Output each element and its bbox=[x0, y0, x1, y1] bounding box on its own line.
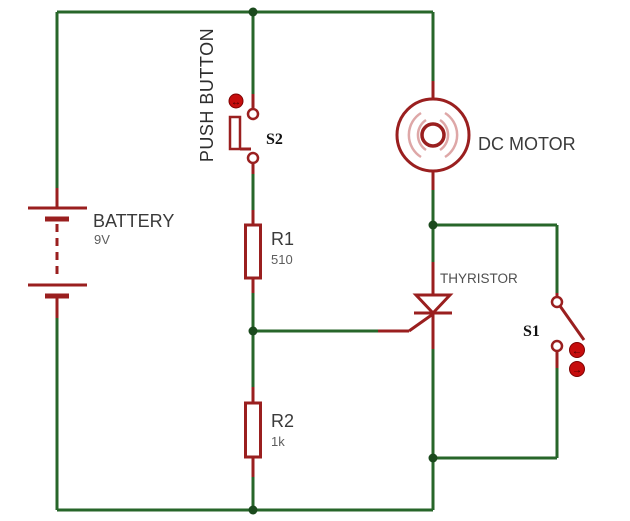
junction-dot bbox=[428, 220, 438, 230]
r2-value: 1k bbox=[271, 434, 285, 449]
r1-ref-label: R1 bbox=[271, 229, 294, 249]
r1-value: 510 bbox=[271, 252, 293, 267]
thyristor-gate-diagonal bbox=[408, 312, 434, 333]
junction-dot bbox=[428, 453, 438, 463]
junction-dot bbox=[248, 326, 258, 336]
battery-label: BATTERY bbox=[93, 211, 174, 231]
motor-brush-arc-left-inner bbox=[416, 118, 427, 152]
dc-motor-label: DC MOTOR bbox=[478, 134, 576, 154]
s1-actuator-right-arrow-icon[interactable]: → bbox=[572, 365, 582, 376]
push-button-s2[interactable]: ↔ S2 PUSH BUTTON bbox=[197, 28, 283, 174]
junction-dot bbox=[248, 505, 258, 515]
s2-terminal-bottom bbox=[246, 151, 260, 165]
s2-ref-label: S2 bbox=[266, 131, 283, 148]
motor-brush-arc-right-inner bbox=[439, 118, 450, 152]
motor-brush-arc-right-outer bbox=[444, 111, 459, 159]
resistor-r2: R2 1k bbox=[244, 387, 294, 477]
s1-actuator-up-icon[interactable] bbox=[569, 342, 585, 358]
s1-blade[interactable] bbox=[558, 305, 586, 341]
s2-actuator-arrows-icon[interactable]: ↔ bbox=[231, 97, 241, 108]
s1-terminal-bottom bbox=[550, 339, 564, 353]
thyristor-symbol: THYRISTOR bbox=[378, 262, 518, 349]
s1-terminal-top bbox=[550, 295, 564, 309]
s1-actuator-down-icon[interactable] bbox=[569, 361, 585, 377]
s2-actuator-icon[interactable] bbox=[228, 93, 244, 109]
push-button-label: PUSH BUTTON bbox=[197, 28, 217, 162]
s1-ref-label: S1 bbox=[523, 323, 540, 340]
battery-value: 9V bbox=[94, 232, 110, 247]
junction-dot bbox=[248, 7, 258, 17]
r2-body bbox=[244, 401, 262, 459]
battery-symbol: BATTERY 9V bbox=[28, 188, 174, 318]
r1-body bbox=[244, 223, 262, 280]
s2-terminal-top bbox=[246, 107, 260, 121]
resistor-r1: R1 510 bbox=[244, 210, 294, 293]
s2-plunger-body bbox=[228, 115, 242, 151]
thyristor-triangle bbox=[412, 293, 454, 316]
motor-brush-arc-left-outer bbox=[407, 111, 422, 159]
junction-dots bbox=[248, 7, 438, 515]
r2-ref-label: R2 bbox=[271, 411, 294, 431]
s1-actuator-left-arrow-icon[interactable]: ← bbox=[572, 346, 582, 357]
dc-motor-symbol: DC MOTOR bbox=[395, 81, 576, 190]
wire-net bbox=[55, 10, 559, 512]
motor-shaft bbox=[420, 122, 446, 148]
switch-s1[interactable]: ← → S1 bbox=[523, 293, 586, 377]
thyristor-label: THYRISTOR bbox=[440, 271, 518, 286]
